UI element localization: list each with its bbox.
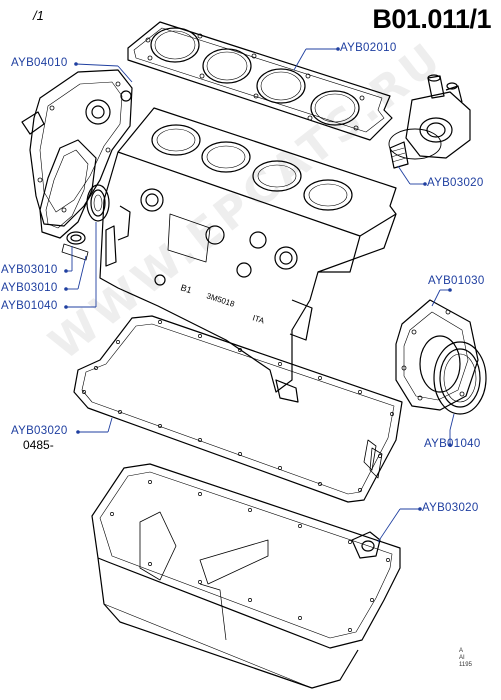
head-gasket <box>127 21 393 141</box>
block-mark-number: 3M5018 <box>205 291 236 309</box>
code-0485: 0485- <box>23 438 54 452</box>
corner-line-1: A <box>459 648 464 654</box>
corner-reference: A AI 1195 <box>459 648 472 669</box>
leader-lines <box>66 48 455 543</box>
diagram-code: B01.011/1 <box>372 4 491 34</box>
label-ayb03020-pump[interactable]: AYB03020 <box>427 177 484 189</box>
label-ayb03010-b[interactable]: AYB03010 <box>1 282 58 294</box>
block-mark-ita: ITA <box>251 313 266 325</box>
oil-filter-adapter <box>388 74 471 169</box>
label-ayb01030[interactable]: AYB01030 <box>428 275 485 287</box>
block-mark-b1: B1 <box>179 282 193 295</box>
cam-seal-parts <box>61 231 89 261</box>
label-ayb01040-left[interactable]: AYB01040 <box>1 300 58 312</box>
label-ayb03020-pan[interactable]: AYB03020 <box>422 502 479 514</box>
corner-line-2: AI <box>459 655 465 661</box>
label-ayb02010[interactable]: AYB02010 <box>340 42 397 54</box>
rear-seal-carrier <box>395 299 479 411</box>
corner-line-3: 1195 <box>459 662 472 668</box>
oil-pan <box>91 463 401 689</box>
label-ayb04010[interactable]: AYB04010 <box>11 57 68 69</box>
engine-block <box>99 107 397 403</box>
label-ayb01040-right[interactable]: AYB01040 <box>424 438 481 450</box>
sump-gasket <box>73 315 403 503</box>
rear-main-seal <box>433 341 487 415</box>
label-ayb03020-sump[interactable]: AYB03020 <box>11 425 68 437</box>
timing-cover <box>21 69 133 227</box>
label-ayb03010-a[interactable]: AYB03010 <box>1 264 58 276</box>
timing-cover-gasket <box>39 139 97 239</box>
front-oil-seal <box>86 184 110 222</box>
page-mark: /1 <box>33 8 44 23</box>
